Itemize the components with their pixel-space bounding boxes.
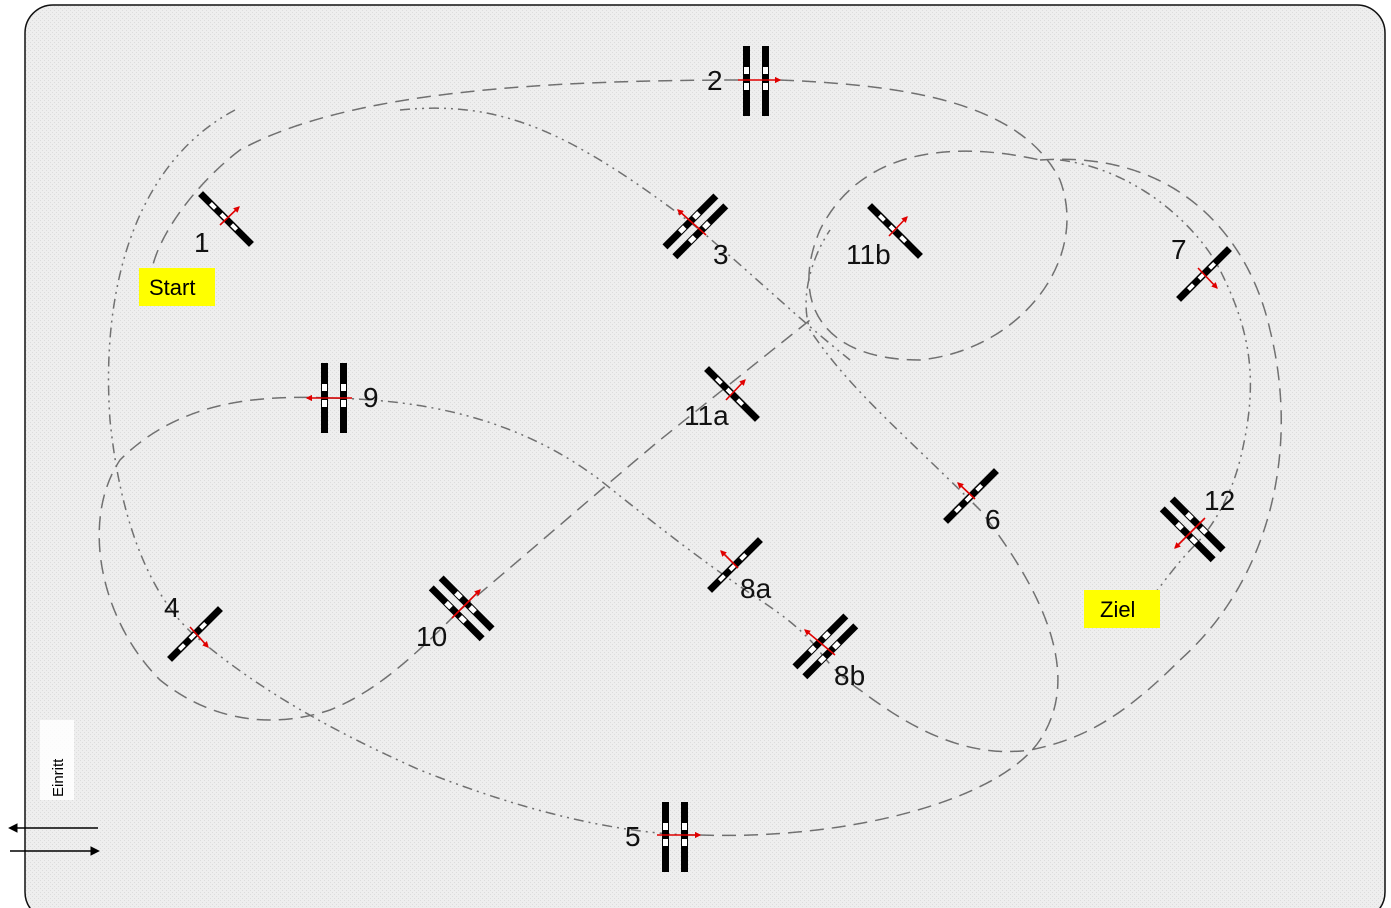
start-tag: Start [149, 275, 195, 300]
entry-gate [40, 720, 74, 800]
label-10: 10 [416, 621, 447, 652]
label-4: 4 [164, 592, 180, 623]
label-2: 2 [707, 65, 723, 96]
entry-label: Einritt [50, 758, 67, 797]
obstacle-5 [662, 802, 688, 872]
label-11a: 11a [684, 400, 729, 431]
route-5-to-6 [699, 509, 1059, 837]
route-7 [1059, 159, 1252, 546]
route-2-to-3 [399, 107, 851, 361]
finish-tag: Ziel [1100, 597, 1135, 622]
arena [24, 4, 1386, 908]
route [98, 79, 1282, 837]
arrow-7 [1197, 267, 1218, 289]
arrow-4 [189, 626, 209, 648]
label-5: 5 [625, 821, 641, 852]
arrow-11a [725, 379, 746, 401]
arrow-6 [957, 482, 976, 500]
route-left-big [107, 109, 701, 836]
arrow-1 [219, 206, 240, 226]
route-start-to-2 [149, 79, 751, 286]
arrow-10 [451, 589, 481, 619]
obstacle-4 [167, 606, 223, 662]
obstacle-11b [867, 203, 923, 259]
route-9-to-4 [98, 396, 461, 721]
label-1: 1 [194, 227, 210, 258]
finish-tag-bg [1084, 590, 1160, 628]
route-9-to-8a [329, 397, 811, 641]
label-9: 9 [363, 382, 379, 413]
label-8b: 8b [834, 660, 865, 691]
obstacle-2 [743, 46, 769, 116]
label-6: 6 [985, 504, 1001, 535]
route-loop-right [779, 79, 1068, 361]
route-10-to-11a [459, 319, 811, 611]
label-8a: 8a [740, 573, 772, 604]
start-tag-bg [139, 268, 215, 306]
label-11b: 11b [846, 239, 891, 270]
arrow-8b [804, 629, 836, 656]
label-7: 7 [1171, 234, 1187, 265]
label-3: 3 [713, 239, 729, 270]
route-loop-12 [809, 158, 1282, 753]
arrow-8a [720, 550, 739, 569]
label-12: 12 [1204, 485, 1235, 516]
arrow-11b [888, 216, 908, 237]
arrow-3 [677, 209, 707, 236]
arrow-12 [1174, 517, 1206, 549]
